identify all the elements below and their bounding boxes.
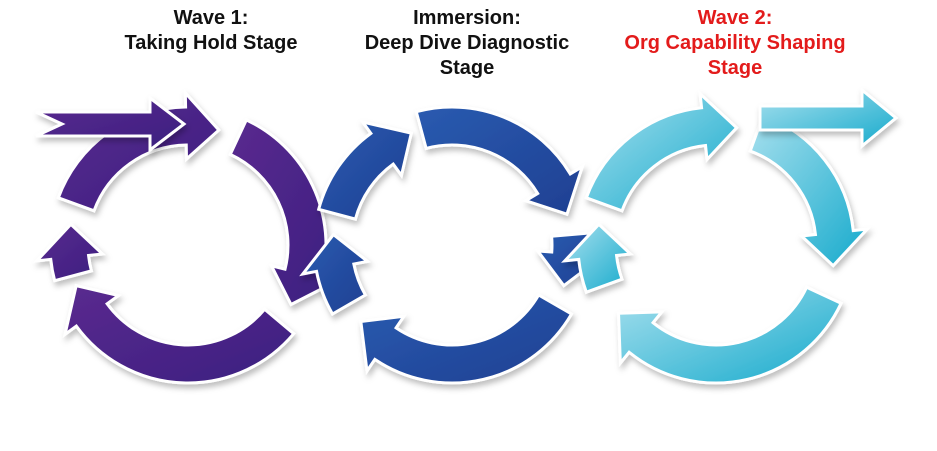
exit-arrow-icon — [758, 86, 899, 150]
circular-arrow-segment-icon — [316, 119, 414, 221]
stage-title-line: Stage — [707, 57, 763, 79]
stage-ring-immersion — [299, 105, 608, 385]
circular-arrow-segment-icon — [561, 222, 634, 295]
stage-title-wave-2: Wave 2: Org Capability Shaping Stage — [585, 6, 885, 81]
circular-arrow-segment-icon — [299, 232, 372, 317]
stage-title-line: Stage — [439, 57, 495, 79]
stage-title-wave-1: Wave 1: Taking Hold Stage — [61, 6, 361, 56]
circular-arrow-segment-icon — [33, 222, 106, 283]
stage-title-line: Org Capability Shaping — [624, 32, 846, 54]
circular-arrow-segment-icon — [616, 285, 844, 385]
circular-arrow-segment-icon — [414, 105, 585, 217]
stage-ring-wave-2 — [561, 90, 871, 385]
stage-title-line: Immersion: — [413, 7, 521, 29]
circular-arrow-segment-icon — [62, 283, 296, 385]
circular-arrow-segment-icon — [748, 113, 871, 268]
stage-title-line: Taking Hold Stage — [124, 32, 298, 54]
stage-title-line: Wave 1: — [173, 7, 249, 29]
stage-title-line: Deep Dive Diagnostic — [364, 32, 570, 54]
stage-title-immersion: Immersion: Deep Dive Diagnostic Stage — [317, 6, 617, 81]
circular-arrow-segment-icon — [359, 292, 574, 385]
stage-title-line: Wave 2: — [697, 7, 773, 29]
entry-arrow-icon — [35, 94, 187, 154]
circular-arrow-segment-icon — [584, 90, 739, 213]
